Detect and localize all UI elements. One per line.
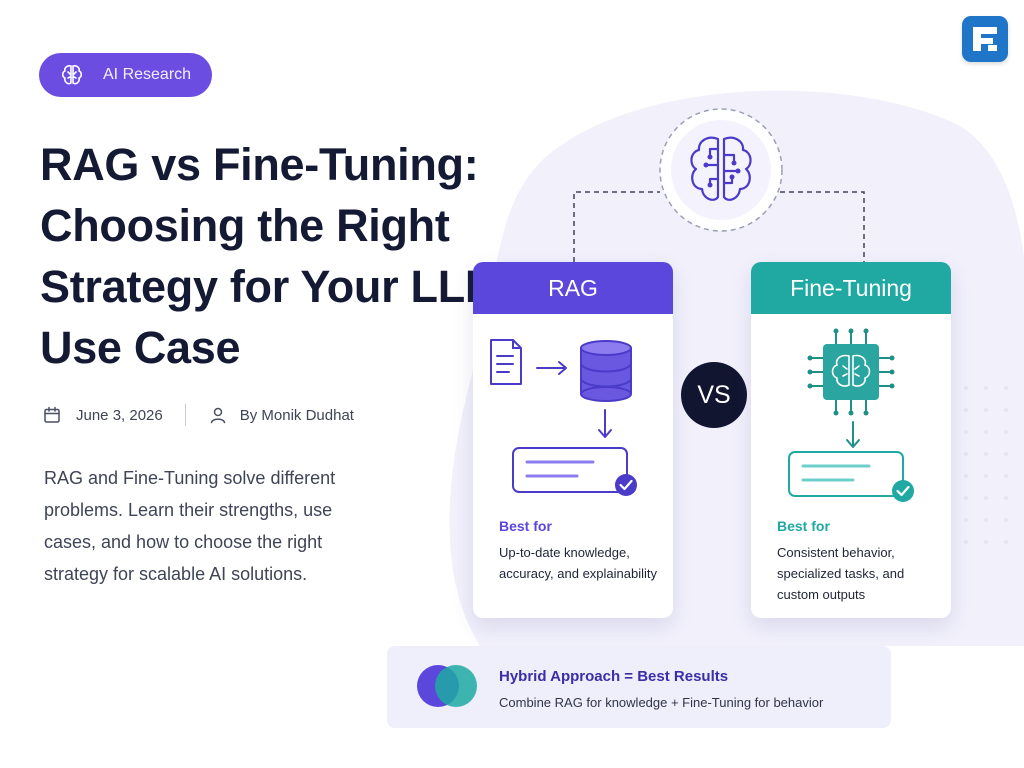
arrow-down-icon: [846, 421, 860, 448]
response-box-icon: [788, 451, 904, 497]
fine-tuning-card-title: Fine-Tuning: [751, 262, 951, 314]
hybrid-subtitle: Combine RAG for knowledge + Fine-Tuning …: [499, 695, 824, 710]
rag-diagram: [490, 339, 637, 496]
logo-icon: [973, 27, 997, 51]
category-label: AI Research: [103, 66, 192, 83]
response-box-icon: [512, 447, 628, 493]
category-pill[interactable]: AI Research: [39, 53, 212, 97]
publish-date: June 3, 2026: [76, 406, 163, 424]
rag-card[interactable]: RAG Best for Up-to-date knowledg: [473, 262, 673, 618]
brand-logo[interactable]: [962, 16, 1008, 62]
calendar-icon: [44, 406, 60, 423]
connector-lines: [573, 191, 865, 262]
brain-icon: [61, 65, 83, 85]
overlap-circles-icon: [417, 665, 477, 707]
author-name[interactable]: By Monik Dudhat: [239, 406, 354, 424]
hybrid-title: Hybrid Approach = Best Results: [499, 668, 729, 685]
hybrid-banner: Hybrid Approach = Best Results Combine R…: [387, 646, 891, 728]
central-brain-icon: [659, 108, 783, 232]
check-icon: [615, 474, 637, 496]
chip-brain-icon: [807, 328, 895, 416]
fine-tuning-card[interactable]: Fine-Tuning: [751, 262, 951, 618]
rag-best-for-label: Best for: [499, 518, 552, 534]
database-icon: [580, 340, 632, 402]
fine-tuning-best-for-text: Consistent behavior, specialized tasks, …: [777, 545, 905, 602]
dot-pattern: [964, 386, 1008, 544]
meta-divider: [184, 404, 186, 426]
fine-tuning-best-for-label: Best for: [777, 518, 830, 534]
rag-best-for-text: Up-to-date knowledge, accuracy, and expl…: [499, 545, 658, 581]
user-icon: [210, 407, 225, 424]
rag-card-title: RAG: [473, 262, 673, 314]
fine-tuning-diagram: [788, 328, 914, 502]
vs-badge: VS: [681, 362, 747, 428]
article-meta: June 3, 2026 By Monik Dudhat: [42, 402, 354, 428]
arrow-down-icon: [598, 409, 612, 438]
article-description: RAG and Fine-Tuning solve different prob…: [44, 468, 336, 584]
document-icon: [490, 339, 522, 385]
page-title: RAG vs Fine-Tuning: Choosing the Right S…: [40, 139, 503, 373]
check-icon: [892, 480, 914, 502]
arrow-right-icon: [536, 361, 567, 375]
